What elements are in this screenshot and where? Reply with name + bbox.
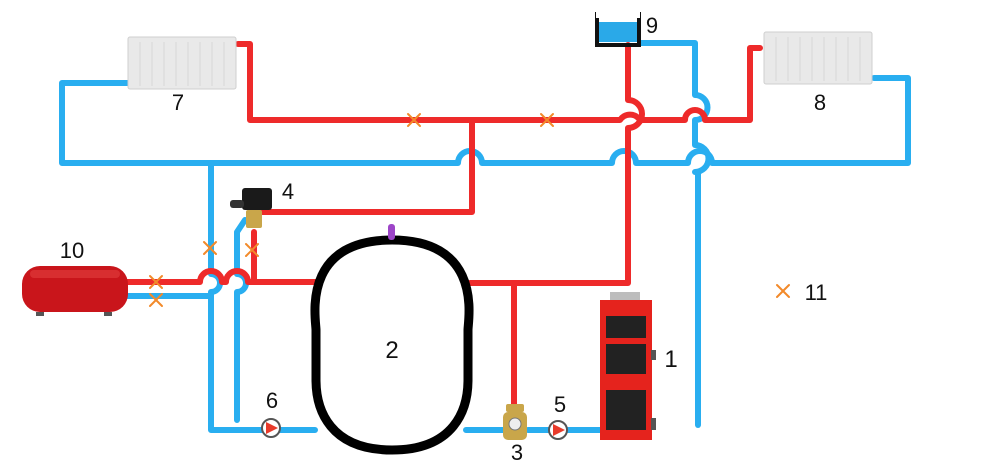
expansion-tank: 9 xyxy=(595,12,658,47)
water-heater-icon xyxy=(22,266,128,316)
pump-system: 6 xyxy=(261,388,281,438)
supply-pipe-main-riser xyxy=(259,117,475,215)
shut-off-valve-icon xyxy=(203,241,217,255)
supply-pipes xyxy=(123,41,763,413)
zone-valve: 4 xyxy=(230,179,294,228)
expansion-tank-icon xyxy=(595,12,641,47)
shut-off-valve-icon xyxy=(540,113,554,127)
label-buffer-tank: 2 xyxy=(385,337,398,364)
buffer-tank: 2 xyxy=(310,224,474,455)
temperature-sensor xyxy=(388,224,395,240)
radiator-icon xyxy=(127,36,237,90)
label-pump-boiler: 5 xyxy=(554,392,566,417)
radiator-right: 8 xyxy=(763,31,873,115)
pump-boiler: 5 xyxy=(548,392,568,440)
label-boiler: 1 xyxy=(664,346,677,373)
supply-pipe-radiator-left xyxy=(235,41,763,123)
label-zone-valve: 4 xyxy=(282,179,294,204)
mixing-valve: 3 xyxy=(503,404,527,465)
return-pipe-left-riser xyxy=(208,160,318,433)
supply-pipe-heater xyxy=(123,268,321,285)
boiler-icon xyxy=(600,292,656,440)
legend-valve: 11 xyxy=(776,280,828,305)
label-mixing-valve: 3 xyxy=(511,440,523,465)
water-heater: 10 xyxy=(22,238,128,316)
supply-pipe-tank-top xyxy=(467,277,631,286)
shut-off-valves xyxy=(149,113,554,307)
return-pipe-expansion xyxy=(637,40,712,175)
label-radiator-left: 7 xyxy=(172,90,184,115)
shut-off-valve-icon xyxy=(149,275,163,289)
return-pipes xyxy=(59,40,911,433)
shut-off-valve-icon xyxy=(776,284,790,298)
circulation-pump-icon xyxy=(261,418,281,438)
supply-pipe-boiler-riser xyxy=(625,42,645,283)
return-pipe-zone-branch xyxy=(234,217,249,423)
radiator-left: 7 xyxy=(127,36,237,115)
circulation-pump-icon xyxy=(548,420,568,440)
shut-off-valve-icon xyxy=(407,113,421,127)
label-expansion-tank: 9 xyxy=(646,13,658,38)
label-legend-valve: 11 xyxy=(805,280,828,305)
zone-valve-icon xyxy=(230,188,272,228)
label-pump-system: 6 xyxy=(266,388,278,413)
label-radiator-right: 8 xyxy=(814,90,826,115)
mixing-valve-icon xyxy=(503,404,527,440)
shut-off-valve-icon xyxy=(149,293,163,307)
shut-off-valve-icon xyxy=(245,243,259,257)
label-water-heater: 10 xyxy=(60,238,84,263)
radiator-icon xyxy=(763,31,873,85)
boiler: 1 xyxy=(600,292,678,440)
buffer-tank-outline xyxy=(310,235,474,455)
